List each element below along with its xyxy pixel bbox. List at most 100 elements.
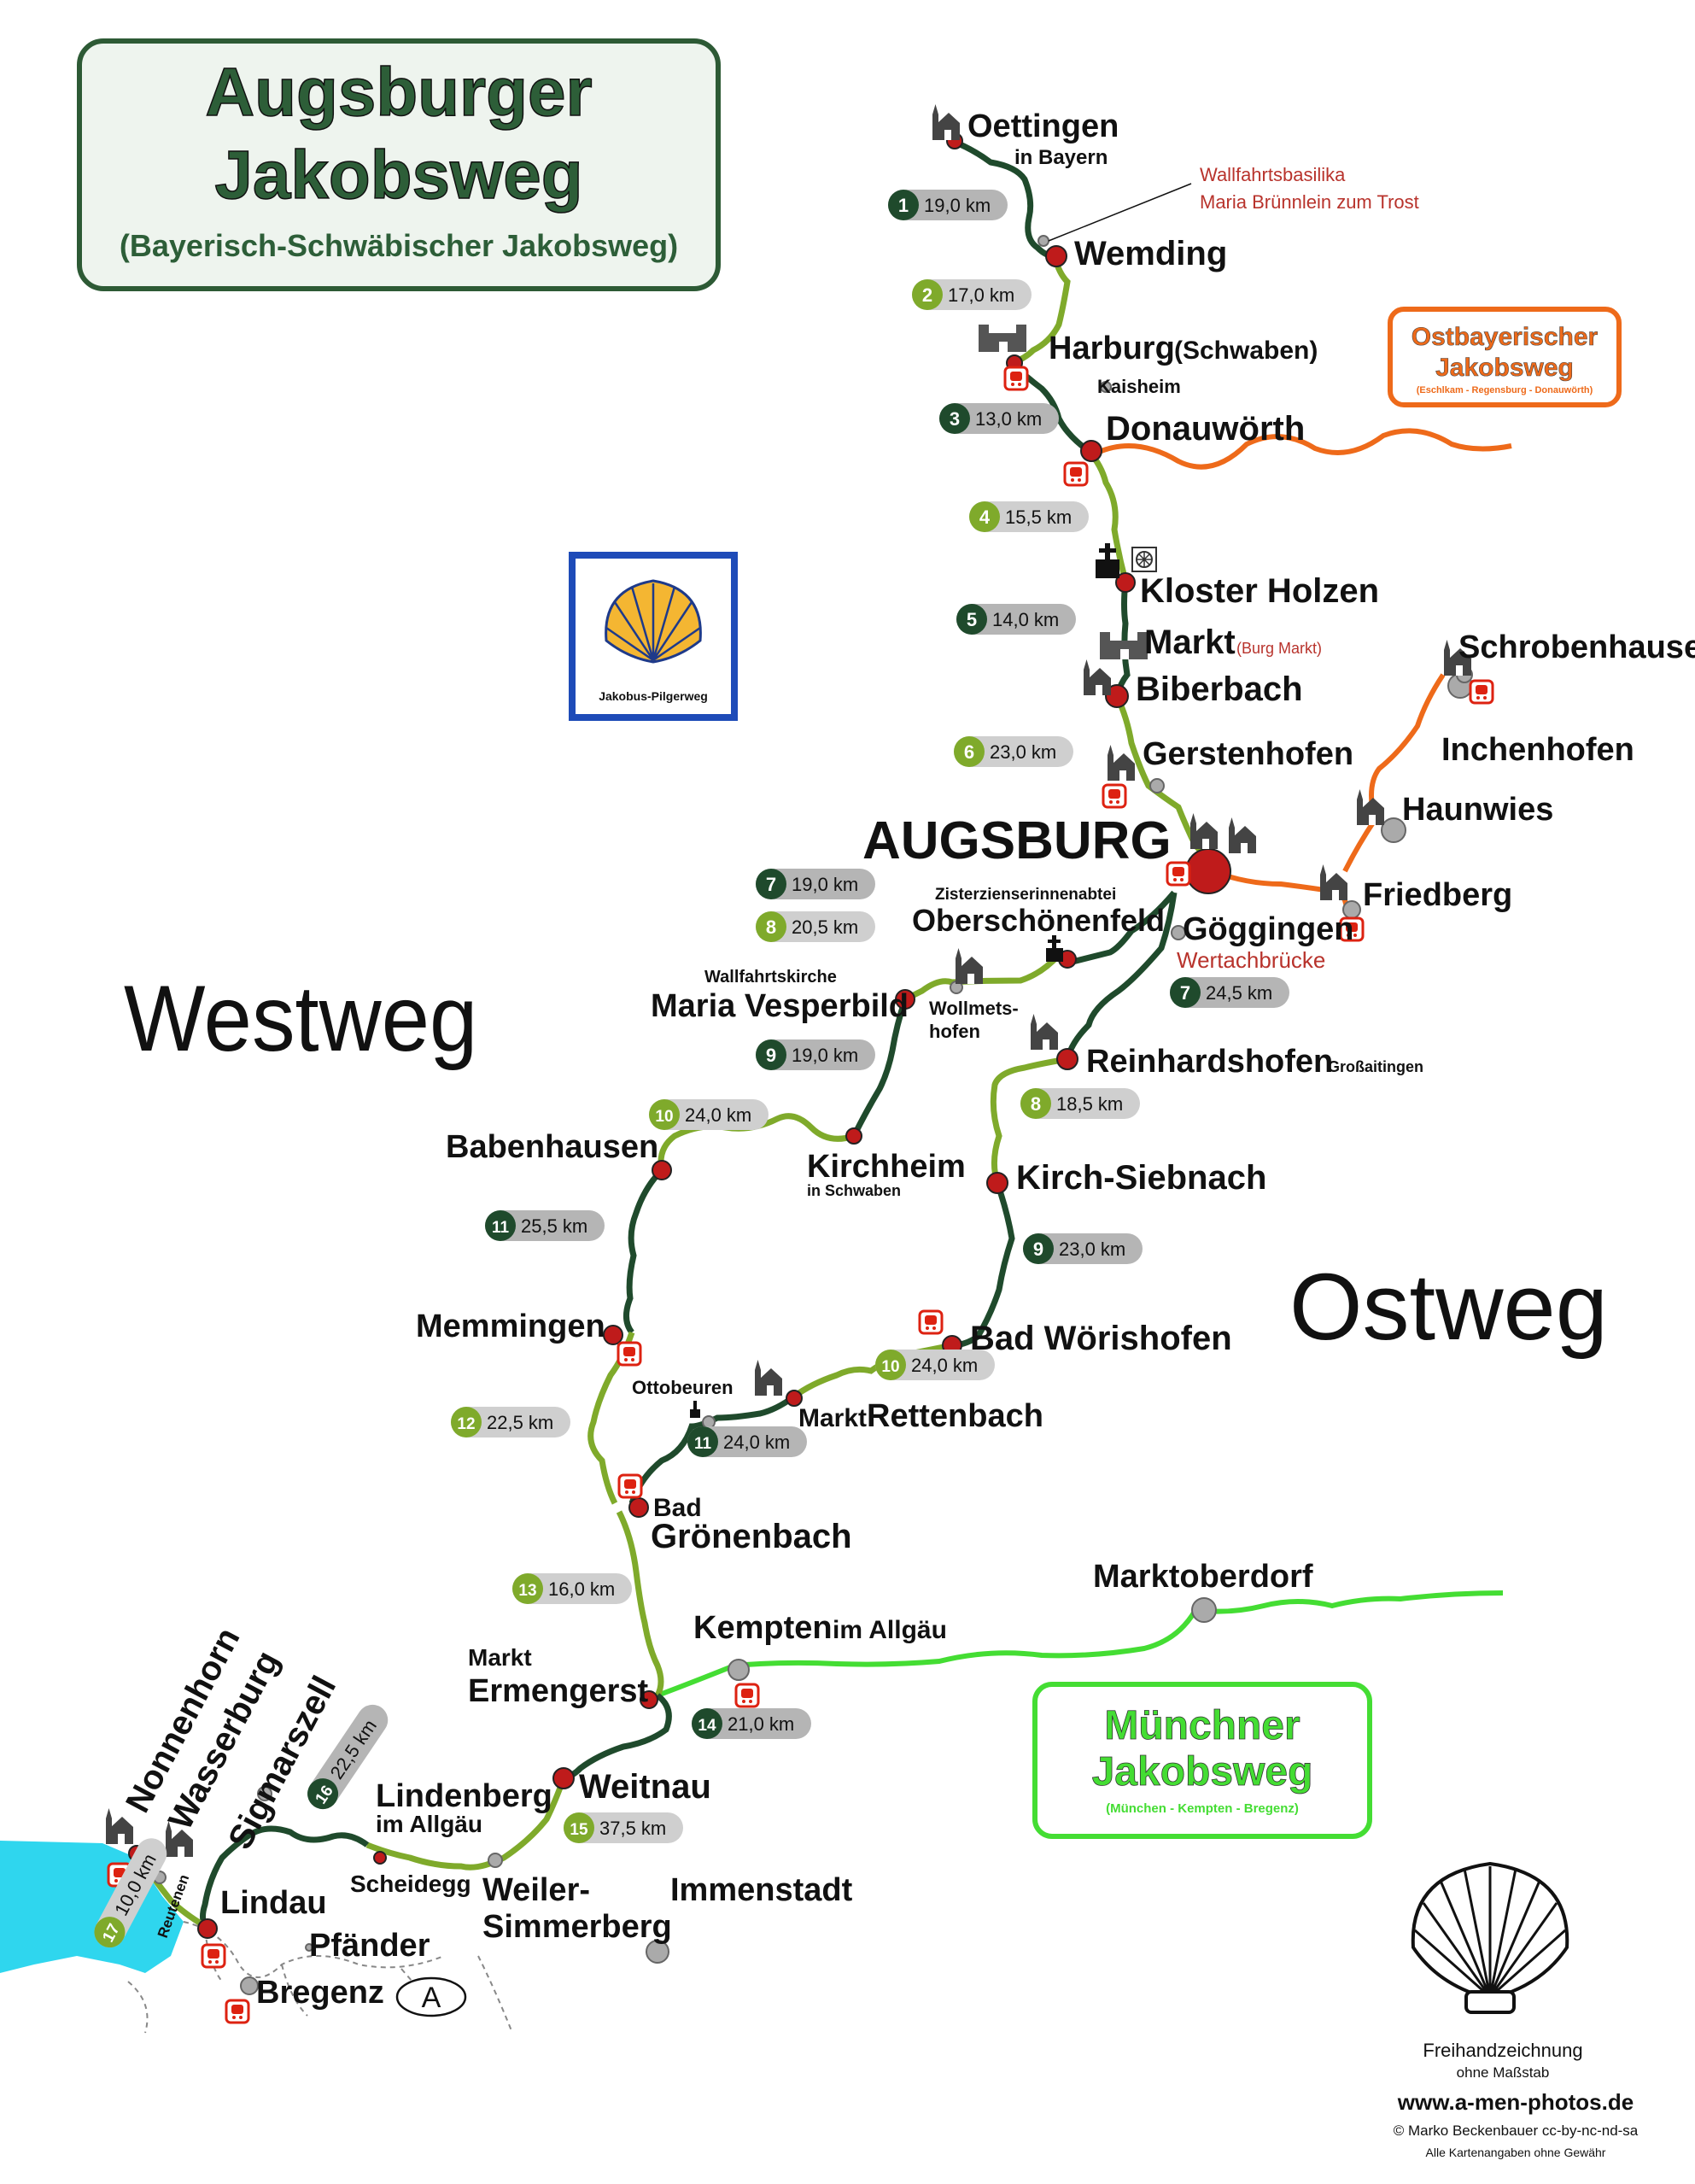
stage-number-circle — [939, 403, 970, 434]
station-rettenbach[interactable] — [786, 1390, 803, 1407]
augsburg-church-icon-2 — [1229, 817, 1256, 853]
label-oberschoenenfeld: Oberschönenfeld — [912, 903, 1165, 938]
station-groenenbach[interactable] — [628, 1497, 649, 1518]
stage-pill — [756, 911, 875, 942]
train-icon[interactable] — [1102, 783, 1127, 809]
station-kirchheim[interactable] — [845, 1127, 862, 1145]
station-weitnau[interactable] — [552, 1767, 575, 1789]
stage-pill — [956, 604, 1076, 635]
station-memmingen[interactable] — [603, 1325, 623, 1345]
train-icon[interactable] — [617, 1473, 643, 1499]
train-icon[interactable] — [734, 1683, 760, 1708]
stage-pill — [756, 1039, 875, 1070]
stage-number-circle — [1170, 977, 1201, 1008]
stage-number-circle — [512, 1573, 543, 1604]
label-kirchheim-sub: in Schwaben — [807, 1182, 901, 1199]
label-wallfahrt1: Wallfahrtsbasilika — [1200, 164, 1346, 185]
label-harburg: Harburg — [1049, 331, 1175, 366]
ostbayerisch-line2: Jakobsweg — [1435, 354, 1574, 382]
label-bregenz: Bregenz — [256, 1975, 384, 2011]
stage-distance: 15,5 km — [1005, 506, 1072, 528]
station-kirchsiebnach[interactable] — [986, 1172, 1008, 1194]
stage-pill — [687, 1426, 807, 1457]
label-harburg-sub: (Schwaben) — [1174, 337, 1318, 365]
train-icon[interactable] — [1003, 366, 1029, 391]
stage-pill — [1170, 977, 1289, 1008]
stage-number-circle — [649, 1099, 680, 1130]
station-babenhausen[interactable] — [652, 1160, 672, 1180]
label-biberbach: Biberbach — [1136, 670, 1303, 708]
station-wemding[interactable] — [1045, 245, 1067, 267]
jakobus-logo-label: Jakobus-Pilgerweg — [599, 689, 708, 703]
stage-number: 11 — [492, 1219, 510, 1237]
station-vesperbild[interactable] — [895, 989, 915, 1010]
station-ermengerst[interactable] — [640, 1690, 658, 1709]
station-holzen[interactable] — [1115, 572, 1136, 593]
route-east-7 — [1064, 892, 1178, 1060]
label-inchenhofen: Inchenhofen — [1441, 732, 1634, 768]
stage-number-circle — [564, 1812, 594, 1843]
stage-distance: 37,5 km — [599, 1818, 666, 1839]
label-lindenberg-sub: im Allgäu — [376, 1811, 482, 1837]
label-woerishofen: Bad Wörishofen — [970, 1320, 1232, 1357]
label-kirchheim: Kirchheim — [807, 1149, 966, 1185]
stage-number: 9 — [1033, 1238, 1043, 1260]
stage-distance: 24,5 km — [1206, 982, 1272, 1004]
train-icon[interactable] — [617, 1341, 642, 1367]
church-icon — [755, 1360, 782, 1396]
footer-url[interactable]: www.a-men-photos.de — [1397, 2089, 1634, 2115]
muenchner-line2: Jakobsweg — [1092, 1749, 1313, 1795]
stage-number: 15 — [570, 1821, 588, 1839]
train-icon[interactable] — [918, 1309, 944, 1335]
ostbayerisch-box — [1388, 307, 1622, 407]
stage-pill — [692, 1708, 811, 1739]
train-icon[interactable] — [201, 1943, 226, 1969]
label-weiler2: Simmerberg — [482, 1909, 672, 1945]
scallop-shell-icon — [1411, 1861, 1569, 2014]
footer-copyright: © Marko Beckenbauer cc-by-nc-nd-sa — [1394, 2123, 1639, 2139]
train-icon[interactable] — [1063, 461, 1089, 487]
stage-number-circle — [485, 1210, 516, 1241]
stage-pill — [939, 403, 1059, 434]
stage-number: 13 — [518, 1582, 536, 1600]
stage-distance: 20,5 km — [792, 916, 858, 938]
route-stage-4 — [1086, 448, 1129, 582]
stage-distance: 24,0 km — [685, 1104, 751, 1126]
station-donauwoerth[interactable] — [1080, 440, 1102, 462]
ostbayerisch-sub: (Eschlkam - Regensburg - Donauwörth) — [1417, 385, 1593, 395]
route-stage-13 — [616, 1510, 664, 1697]
station-biberbach[interactable] — [1105, 684, 1129, 708]
station-augsburg[interactable] — [1185, 848, 1231, 894]
label-bad: Bad — [653, 1494, 702, 1522]
stage-number-circle — [888, 190, 919, 220]
label-scheidegg: Scheidegg — [350, 1871, 471, 1897]
route-stage-2 — [1010, 255, 1071, 366]
label-wollmets1: Wollmets- — [929, 998, 1019, 1019]
label-goeggingen: Göggingen — [1183, 911, 1354, 947]
stage-number-circle — [451, 1407, 482, 1437]
label-rettenbach: Rettenbach — [867, 1398, 1043, 1434]
church-icon — [1084, 659, 1111, 695]
label-wemding: Wemding — [1074, 235, 1227, 272]
station-lindau[interactable] — [197, 1918, 218, 1939]
stage-pill — [485, 1210, 605, 1241]
stage-number: 6 — [964, 741, 974, 763]
train-icon[interactable] — [225, 1999, 250, 2024]
label-marktoberdorf: Marktoberdorf — [1093, 1559, 1313, 1595]
route-stage-14 — [563, 1693, 672, 1782]
stage-number-circle — [912, 279, 943, 310]
stage-distance: 17,0 km — [948, 284, 1014, 306]
station-scheidegg[interactable] — [373, 1851, 387, 1865]
station-reinhardshofen[interactable] — [1056, 1048, 1078, 1070]
ostweg-label: Ostweg — [1289, 1255, 1608, 1360]
stage-pill — [954, 736, 1073, 767]
train-icon[interactable] — [1469, 679, 1494, 705]
label-ottobeuren: Ottobeuren — [632, 1377, 734, 1398]
